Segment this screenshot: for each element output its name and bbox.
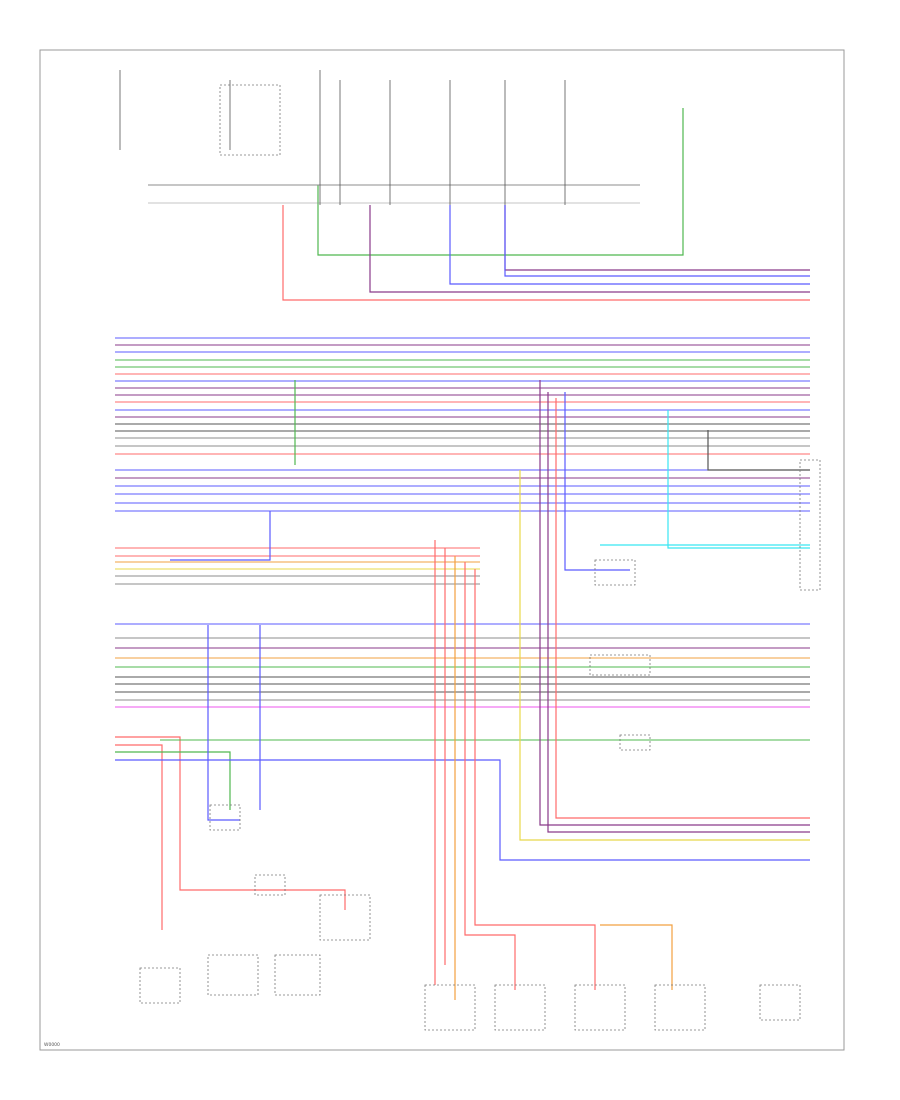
footer-code: W0000: [44, 1042, 60, 1048]
component-box: [254, 874, 286, 896]
wire-blue: [207, 625, 240, 821]
component-group: [119, 70, 821, 1031]
wire-purple: [539, 380, 810, 826]
component-box: [209, 804, 241, 831]
wire-cyan: [667, 410, 810, 549]
component-box: [589, 654, 651, 676]
component-box: [654, 984, 706, 1031]
connector-block: [799, 459, 821, 591]
component-box: [759, 984, 801, 1021]
component-box: [574, 984, 626, 1031]
wire-blue: [504, 205, 810, 277]
wire-blue: [449, 205, 810, 285]
component-box: [619, 734, 651, 751]
wire-red: [115, 744, 163, 930]
wire-red: [115, 736, 346, 910]
wire-group: [115, 108, 810, 1000]
component-box: [207, 954, 259, 996]
wire-purple: [369, 205, 810, 293]
wire-blue: [170, 511, 271, 561]
wire-purple: [504, 205, 810, 271]
wire-red: [555, 398, 810, 819]
component-box: [274, 954, 321, 996]
wire-red: [464, 562, 516, 990]
wire-red: [282, 205, 810, 301]
wire-blue: [564, 392, 630, 571]
wire-dark: [707, 430, 810, 471]
wire-orange: [600, 924, 673, 990]
component-box: [494, 984, 546, 1031]
wire-red: [474, 569, 596, 990]
wire-green: [317, 108, 684, 256]
wire-green: [115, 751, 231, 810]
component-box: [424, 984, 476, 1031]
relay-box: [219, 84, 281, 156]
component-box: [594, 559, 636, 586]
wire-purple: [547, 392, 810, 833]
wire-yellow: [519, 470, 810, 841]
wire-blue: [115, 759, 810, 861]
diagram-frame: [39, 49, 845, 1051]
component-box: [319, 894, 371, 941]
component-box: [139, 967, 181, 1004]
